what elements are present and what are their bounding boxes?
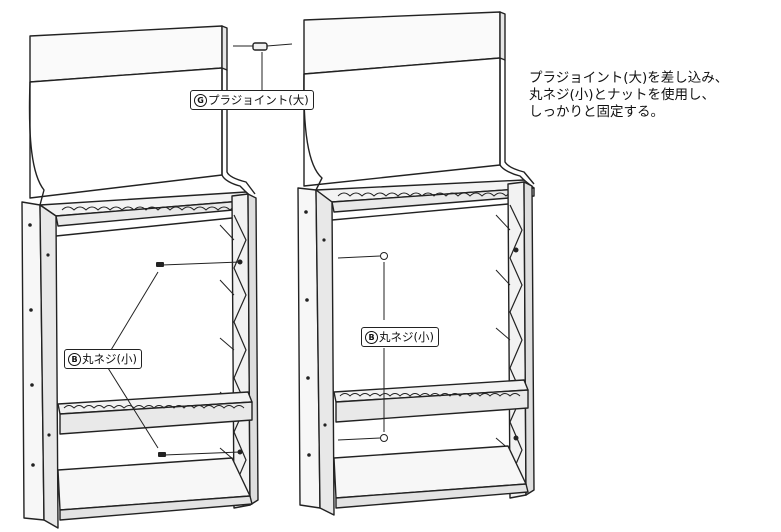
instruction-text: プラジョイント(大)を差し込み、 丸ネジ(小)とナットを使用し、 しっかりと固定…	[529, 70, 779, 121]
instruction-line: しっかりと固定する。	[529, 104, 664, 120]
joint-callout-text: プラジョイント(大)	[208, 93, 309, 107]
instruction-line: プラジョイント(大)を差し込み、	[529, 70, 729, 86]
right-rack	[297, 11, 535, 516]
left-backboard	[29, 67, 223, 199]
part-letter-g: G	[194, 93, 207, 107]
joint-callout: G プラジョイント(大)	[190, 90, 314, 110]
part-letter-b: B	[68, 352, 81, 366]
instruction-line: 丸ネジ(小)とナットを使用し、	[529, 87, 716, 103]
screw-callout-left-text: 丸ネジ(小)	[82, 352, 137, 366]
joint-part	[233, 42, 293, 90]
screw-callout-right-text: 丸ネジ(小)	[379, 330, 434, 344]
part-letter-b: B	[365, 330, 378, 344]
right-backboard	[303, 57, 501, 187]
screw-callout-left: B 丸ネジ(小)	[64, 349, 142, 369]
screw-callout-right: B 丸ネジ(小)	[361, 327, 439, 347]
left-rack	[21, 25, 259, 529]
